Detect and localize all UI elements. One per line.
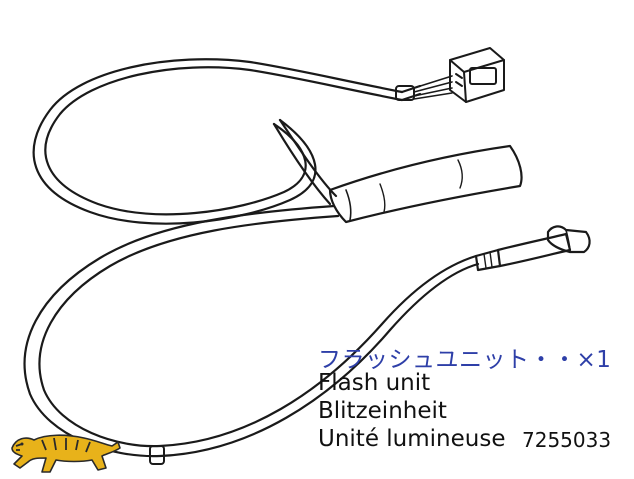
wire-sleeve <box>395 85 415 101</box>
wire-upper-loop-inner <box>44 66 404 216</box>
part-name-japanese: フラッシュユニット・・×1 <box>318 347 612 373</box>
part-name-english: Flash unit <box>318 370 431 396</box>
wire-end-sleeve <box>149 445 165 465</box>
led-end <box>474 225 591 272</box>
heat-shrink-tube <box>328 144 523 224</box>
wire-upper-loop <box>32 58 404 225</box>
part-name-french: Unité lumineuse <box>318 426 506 452</box>
connector-leads <box>413 75 453 100</box>
part-number: 7255033 <box>522 428 612 452</box>
part-name-german: Blitzeinheit <box>318 398 447 424</box>
connector <box>449 47 505 103</box>
wire-lower-loop-inner <box>38 214 478 448</box>
tiger-logo-icon <box>11 434 121 473</box>
